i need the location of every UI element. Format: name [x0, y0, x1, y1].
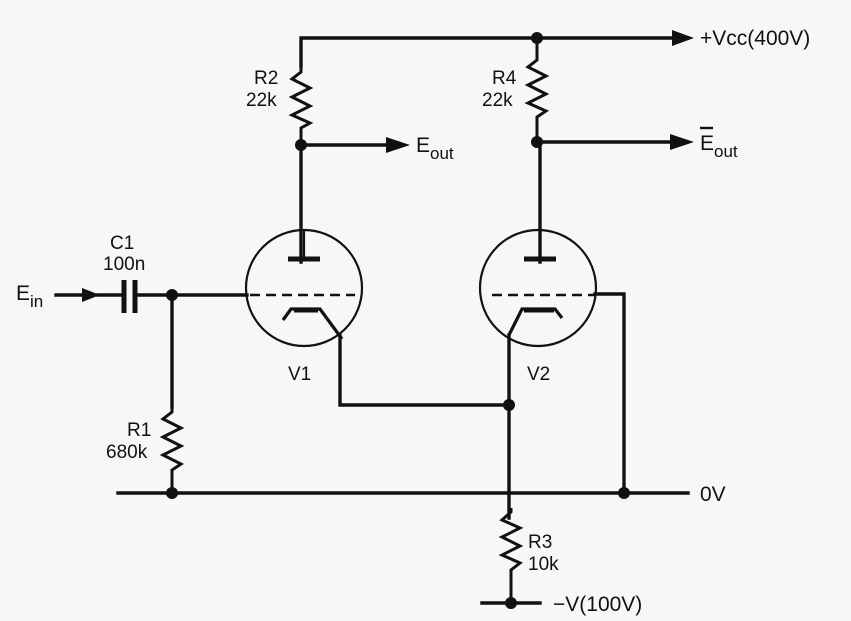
r1-name: R1 — [127, 420, 151, 441]
v2-cathode — [507, 307, 564, 336]
v2-label: V2 — [527, 364, 550, 385]
eout-label: Eout — [416, 134, 454, 163]
vcc-rail — [299, 30, 694, 68]
resistor-r4 — [524, 38, 550, 142]
r2-value: 22k — [246, 90, 277, 111]
junction-r3-negative — [505, 597, 517, 609]
eout-bar-arrow-icon — [670, 134, 694, 150]
r3-value: 10k — [528, 554, 559, 575]
resistor-r1 — [159, 407, 185, 493]
vcc-wire — [299, 36, 674, 68]
r1-value: 680k — [106, 442, 148, 463]
c1-name: C1 — [110, 233, 134, 254]
valve-v1 — [244, 228, 364, 348]
capacitor-c1 — [121, 280, 138, 313]
vcc-label: +Vcc(400V) — [700, 27, 810, 50]
r3-name: R3 — [528, 532, 552, 553]
junction-r1-ground — [166, 487, 178, 499]
ein-label: Ein — [16, 282, 43, 311]
eout-bar-label: Eout — [700, 132, 738, 161]
ground-label: 0V — [700, 483, 726, 506]
valve-v2 — [478, 228, 598, 348]
v2-grid-wire — [593, 292, 626, 495]
v1-cathode — [281, 307, 344, 340]
c1-value: 100n — [103, 254, 145, 275]
r2-name: R2 — [254, 68, 278, 89]
resistor-r2 — [288, 66, 314, 145]
resistor-r3 — [498, 508, 524, 603]
v1-label: V1 — [288, 364, 311, 385]
v1-cathode-wire — [338, 334, 511, 407]
vcc-arrow-icon — [672, 30, 694, 46]
r4-name: R4 — [492, 68, 517, 89]
negative-label: −V(100V) — [553, 593, 642, 616]
eout-arrow-icon — [386, 137, 410, 153]
v2-envelope — [478, 228, 598, 348]
r4-value: 22k — [482, 90, 513, 111]
ein-arrow-icon — [82, 288, 100, 302]
